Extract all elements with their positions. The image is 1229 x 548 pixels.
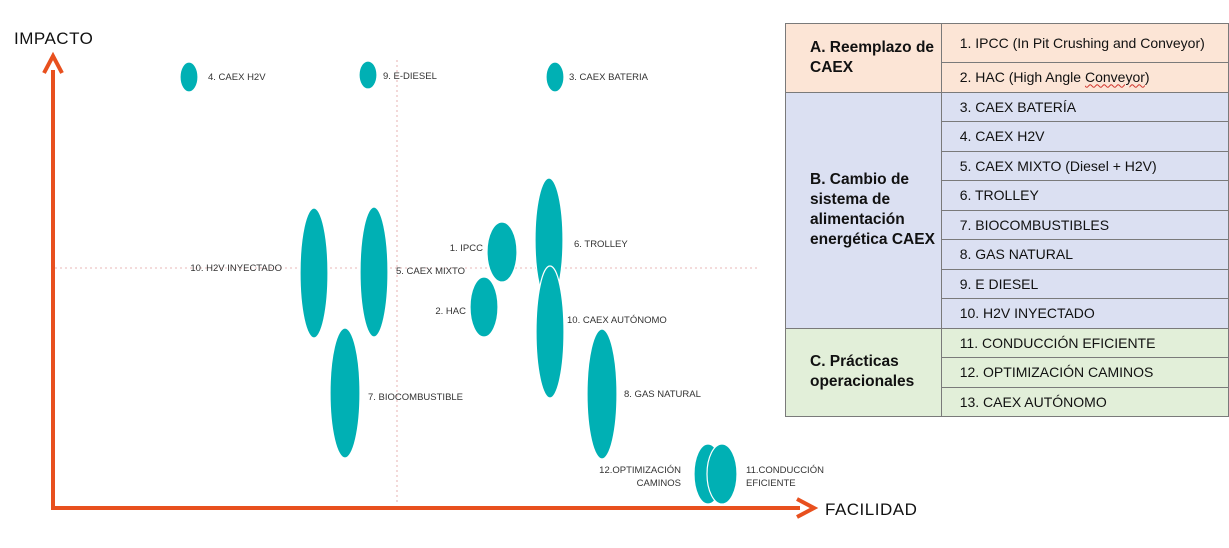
- legend-item: 7. BIOCOMBUSTIBLES: [940, 209, 1229, 240]
- legend-group-a: A. Reemplazo de CAEX: [785, 23, 942, 93]
- legend-item: 10. H2V INYECTADO: [940, 298, 1229, 329]
- blob-label: 9. E-DIESEL: [383, 71, 437, 82]
- legend-item: 13. CAEX AUTÓNOMO: [940, 386, 1229, 417]
- blob-hac: 2. HAC: [435, 276, 499, 338]
- blob-h2v-inyectado: 10. H2V INYECTADO: [190, 207, 329, 339]
- legend-item: 2. HAC (High Angle Conveyor): [940, 62, 1229, 93]
- blob-caex-h2v: 4. CAEX H2V: [179, 61, 266, 93]
- blob-ipcc: 1. IPCC: [450, 221, 518, 283]
- blob-shape: [358, 60, 378, 90]
- blob-label: 7. BIOCOMBUSTIBLE: [368, 392, 463, 403]
- blob-shape: [545, 61, 565, 93]
- legend-group-c: C. Prácticas operacionales: [785, 327, 942, 417]
- legend-item: 9. E DIESEL: [940, 268, 1229, 299]
- legend-item: 12. OPTIMIZACIÓN CAMINOS: [940, 357, 1229, 388]
- blob-shape: [179, 61, 199, 93]
- blob-e-diesel: 9. E-DIESEL: [358, 60, 437, 90]
- blob-label: 5. CAEX MIXTO: [396, 266, 465, 277]
- blob-label: 6. TROLLEY: [574, 239, 628, 250]
- legend-group-b: B. Cambio de sistema de alimentación ene…: [785, 91, 942, 329]
- blob-gas-natural: 8. GAS NATURAL: [586, 328, 701, 460]
- blob-shape: [329, 327, 361, 459]
- blob-label: 3. CAEX BATERIA: [569, 72, 649, 83]
- blob-shape: [586, 328, 618, 460]
- legend-item: 5. CAEX MIXTO (Diesel + H2V): [940, 150, 1229, 181]
- legend-item: 6. TROLLEY: [940, 180, 1229, 211]
- blob-label: 2. HAC: [435, 306, 466, 317]
- blob-shape: [299, 207, 329, 339]
- x-axis-title: FACILIDAD: [825, 500, 918, 519]
- blob-label: 10. CAEX AUTÓNOMO: [567, 315, 667, 326]
- y-axis: [42, 51, 64, 508]
- legend-item: 8. GAS NATURAL: [940, 239, 1229, 270]
- blob-biocombustible: 7. BIOCOMBUSTIBLE: [329, 327, 463, 459]
- blob-label: 8. GAS NATURAL: [624, 389, 701, 400]
- blob-shape: [486, 221, 518, 283]
- blob-caex-autonomo: 10. CAEX AUTÓNOMO: [535, 265, 667, 399]
- legend-item: 1. IPCC (In Pit Crushing and Conveyor): [940, 23, 1229, 63]
- blob-caex-bateria: 3. CAEX BATERIA: [545, 61, 649, 93]
- legend-item: 11. CONDUCCIÓN EFICIENTE: [940, 327, 1229, 358]
- legend-table: A. Reemplazo de CAEX 1. IPCC (In Pit Cru…: [785, 23, 1229, 417]
- blob-label: 4. CAEX H2V: [208, 72, 266, 83]
- legend-item: 4. CAEX H2V: [940, 121, 1229, 152]
- blob-caex-mixto: 5. CAEX MIXTO: [359, 206, 465, 338]
- blob-label: 10. H2V INYECTADO: [190, 263, 282, 274]
- x-axis: [51, 497, 819, 519]
- blob-shape: [535, 265, 565, 399]
- y-axis-title: IMPACTO: [14, 29, 94, 48]
- blob-shape: [359, 206, 389, 338]
- blob-label: 1. IPCC: [450, 243, 483, 254]
- legend-item: 3. CAEX BATERÍA: [940, 91, 1229, 122]
- blob-shape: [469, 276, 499, 338]
- blob-shape: [706, 443, 738, 505]
